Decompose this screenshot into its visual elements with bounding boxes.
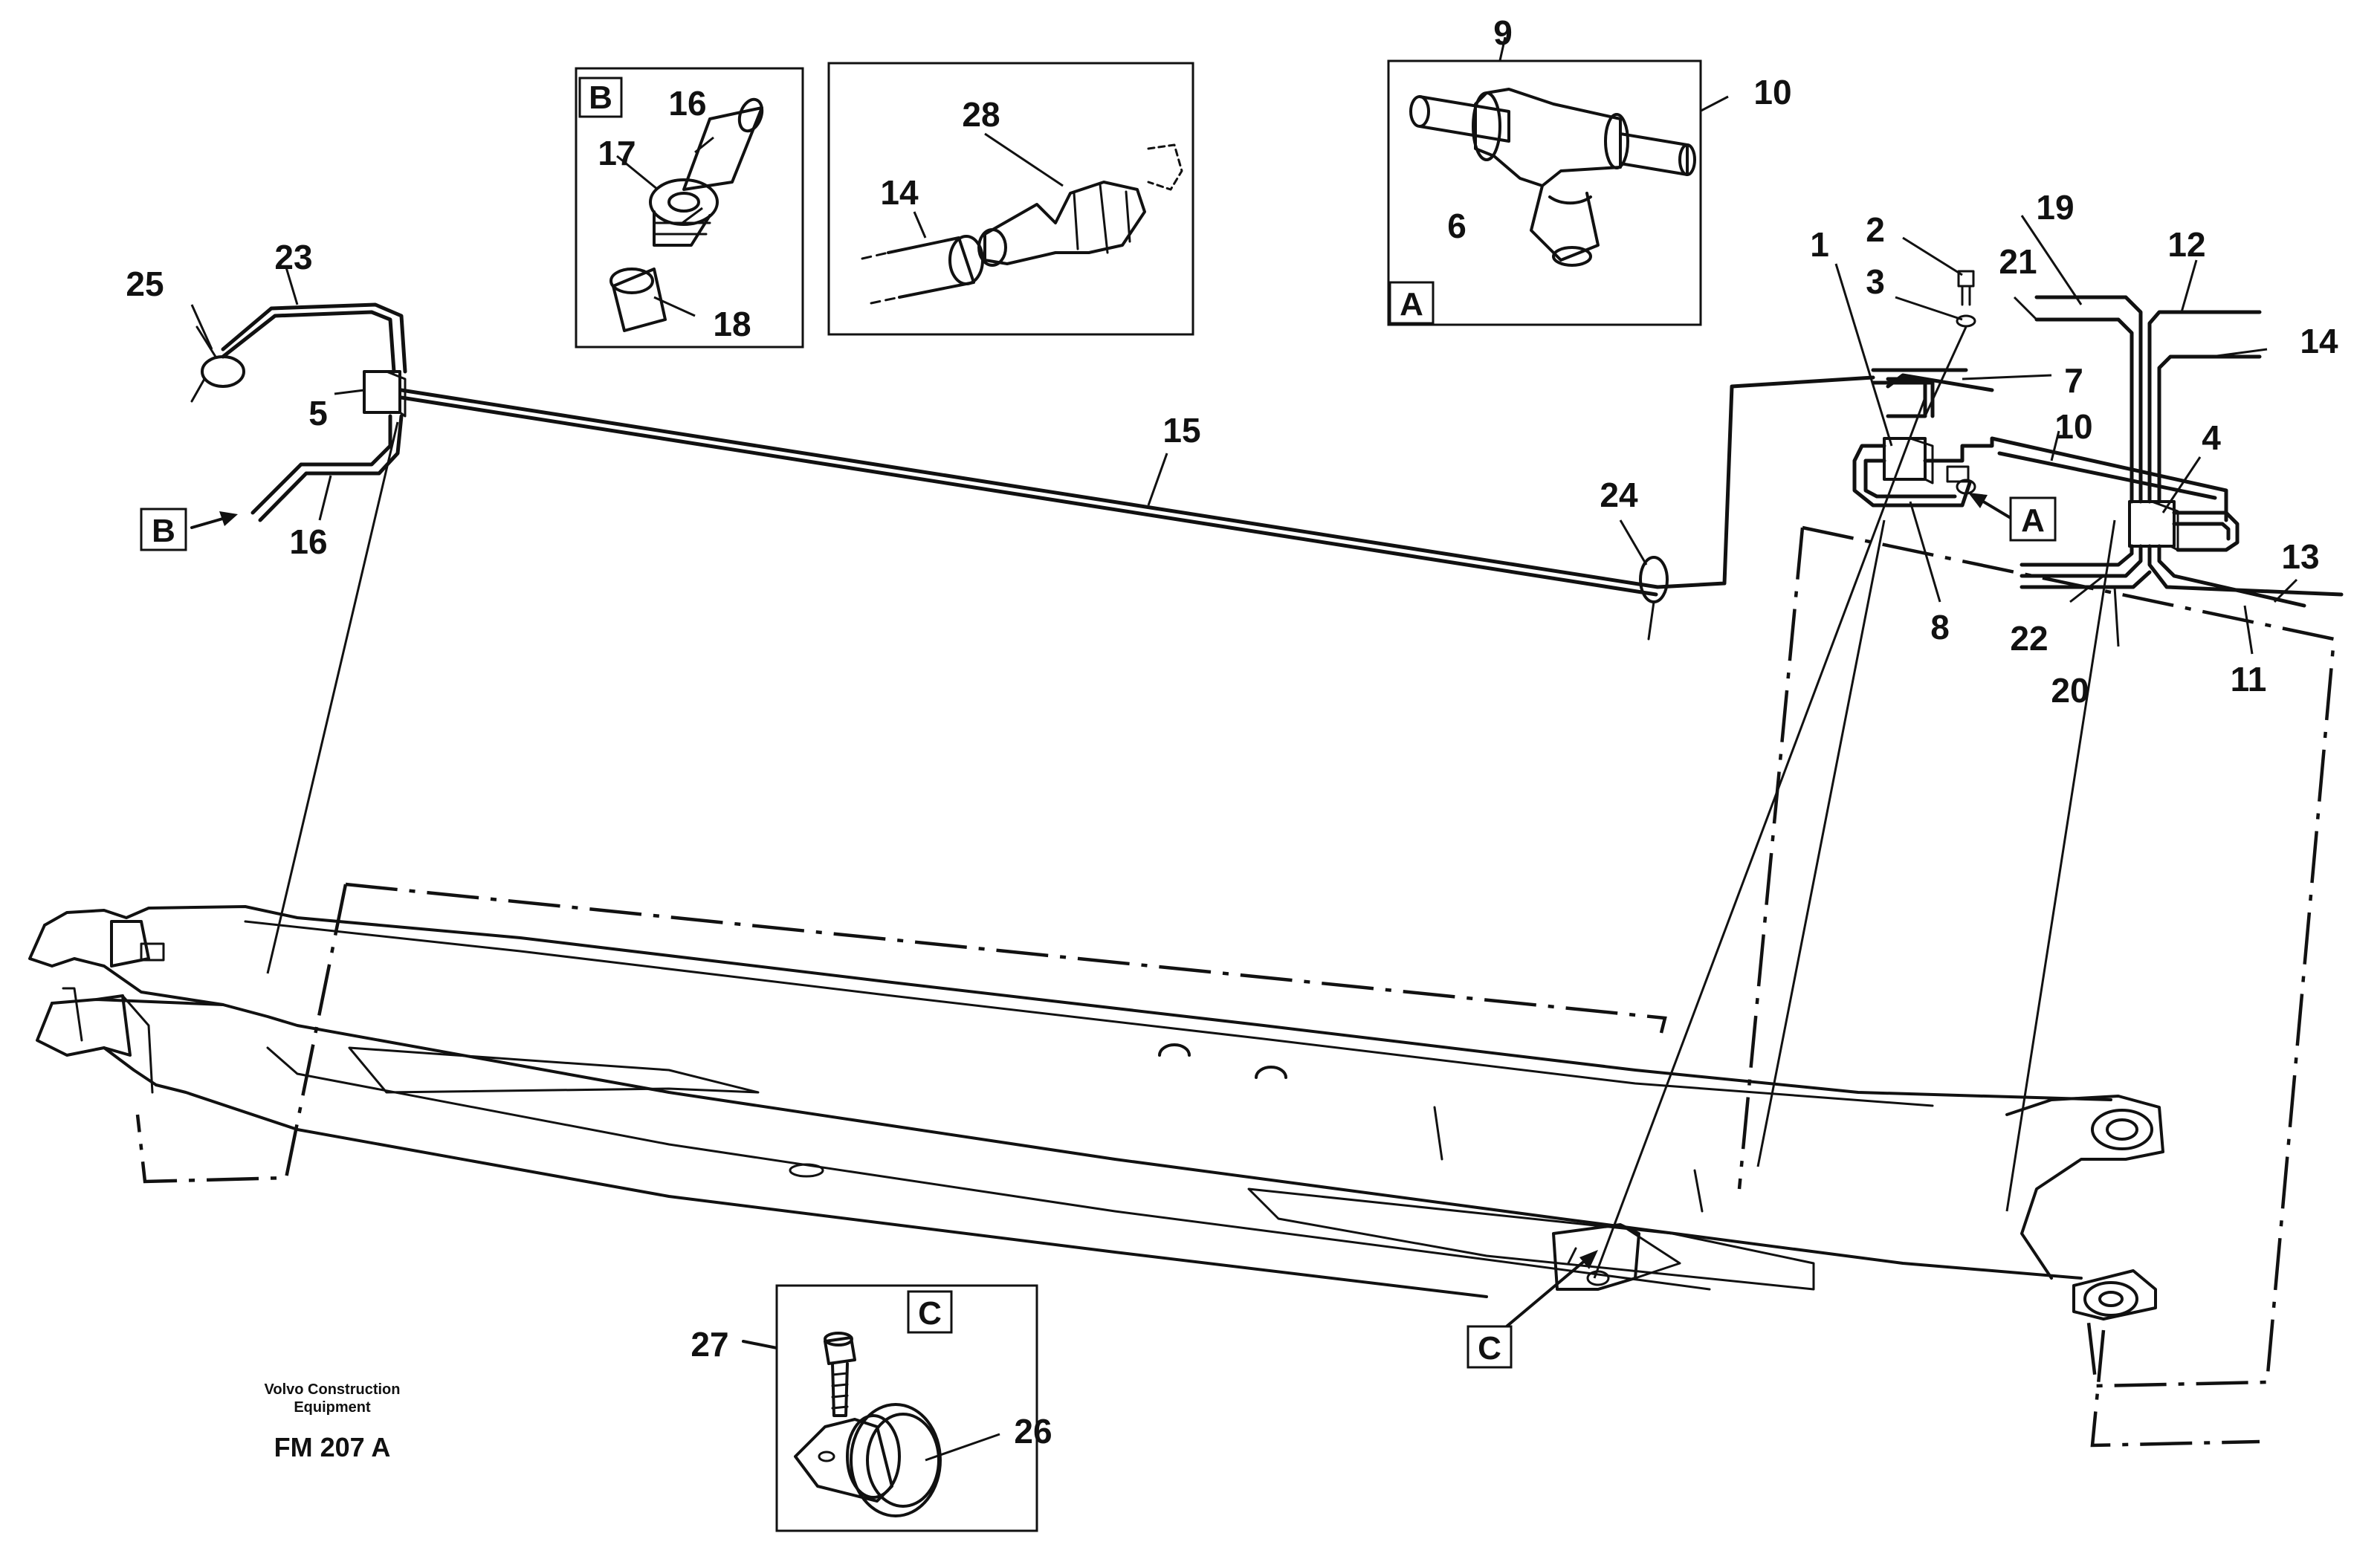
arrows [190, 493, 2016, 1364]
callout-10-main: 10 [2054, 407, 2092, 446]
detail-c-label: C [918, 1295, 942, 1332]
callout-21: 21 [1999, 242, 2037, 281]
callout-23: 23 [274, 238, 312, 276]
detail-c-panel: C [775, 1284, 1038, 1532]
callout-11: 11 [2231, 660, 2267, 699]
boom-arm [28, 905, 2164, 1320]
detail-a-panel: A [1387, 59, 1702, 326]
callout-6: 6 [1447, 207, 1467, 245]
callout-25: 25 [126, 265, 164, 303]
brand-line-2: Equipment [294, 1399, 371, 1416]
marker-a-box [2009, 496, 2057, 542]
callout-22: 22 [2010, 619, 2048, 658]
construction-lines [135, 397, 2336, 1448]
callout-2: 2 [1866, 210, 1885, 249]
callout-14-main: 14 [2300, 322, 2338, 360]
detail-b-label: B [589, 80, 612, 116]
callout-labels: 1 2 3 4 5 6 7 8 9 10 10 11 12 13 14 14 1… [126, 13, 2338, 1451]
callout-12: 12 [2167, 225, 2205, 264]
callout-14-detail: 14 [880, 173, 919, 212]
callout-1: 1 [1810, 225, 1829, 264]
callout-5: 5 [308, 394, 328, 432]
callout-16-main: 16 [289, 522, 327, 561]
marker-c-box [1467, 1325, 1513, 1369]
leader-lines [190, 36, 2298, 655]
figure-code: FM 207 A [274, 1432, 391, 1462]
callout-9: 9 [1493, 13, 1513, 52]
callout-7: 7 [2064, 361, 2083, 400]
callout-28: 28 [962, 95, 1000, 134]
marker-c-label: C [1478, 1330, 1501, 1367]
callout-3: 3 [1866, 262, 1885, 301]
callout-4: 4 [2202, 418, 2221, 457]
callout-19: 19 [2036, 188, 2074, 227]
hydraulic-lines [190, 270, 2344, 641]
marker-b-label: B [152, 513, 175, 549]
callout-17: 17 [598, 134, 636, 172]
detail-a-label: A [1400, 286, 1423, 323]
marker-a-label: A [2021, 502, 2045, 539]
detail-b-panel: B [575, 67, 804, 349]
callout-16-detail-b: 16 [668, 84, 706, 123]
footer: Volvo Construction Equipment FM 207 A [265, 1381, 401, 1462]
section-markers: B A C [140, 496, 2057, 1369]
callout-15: 15 [1162, 411, 1200, 450]
detail-28-panel [827, 62, 1194, 336]
brand-line-1: Volvo Construction [265, 1381, 401, 1398]
callout-26: 26 [1014, 1412, 1052, 1451]
callout-13: 13 [2281, 537, 2319, 576]
callout-27: 27 [691, 1325, 728, 1364]
callout-20: 20 [2051, 671, 2089, 710]
callout-8: 8 [1930, 608, 1950, 646]
marker-b-box [140, 508, 187, 551]
callout-18: 18 [713, 305, 751, 343]
callout-10-detail-a: 10 [1753, 73, 1791, 111]
callout-24: 24 [1600, 476, 1638, 514]
